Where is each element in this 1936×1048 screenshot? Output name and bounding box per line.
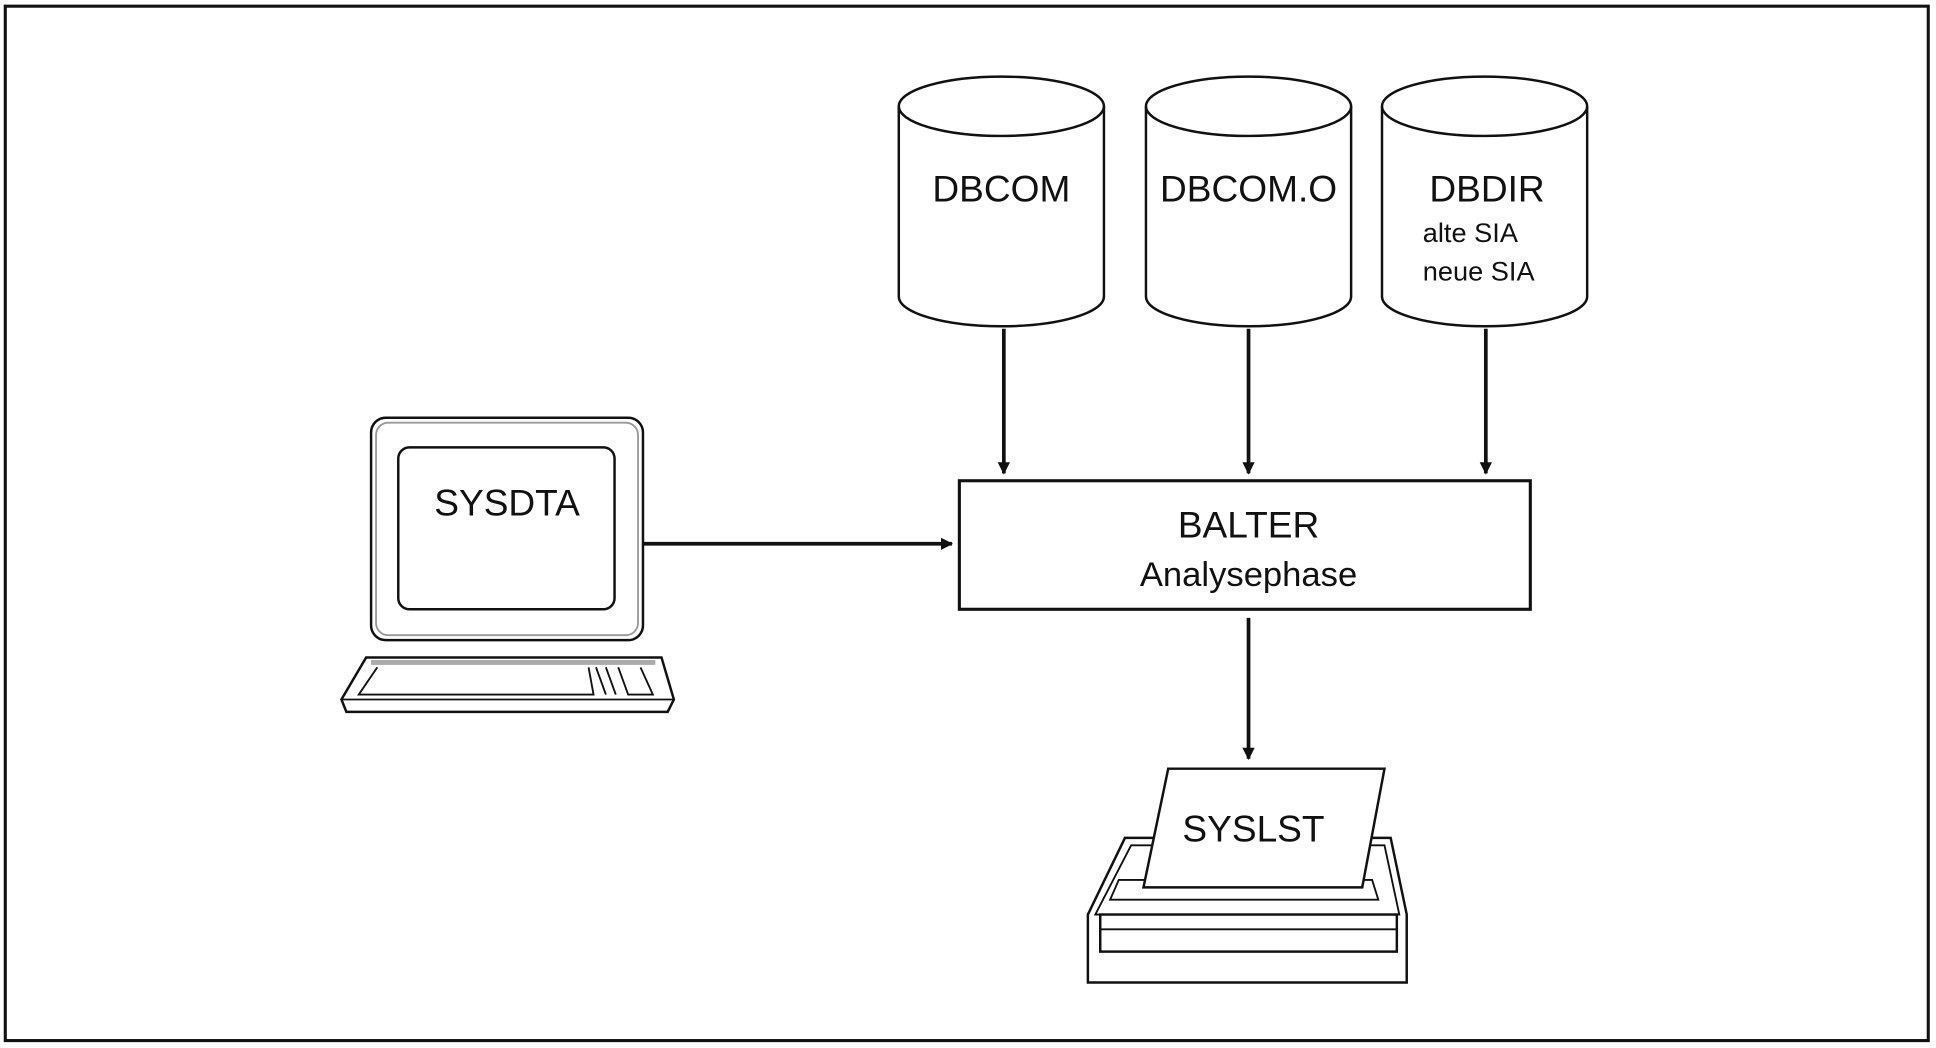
database-label: DBCOM.O — [1160, 167, 1337, 209]
printer-icon: SYSLST — [1086, 767, 1408, 984]
process-title: BALTER — [1178, 504, 1319, 546]
process-balter: BALTER Analysephase — [957, 479, 1532, 611]
database-label: DBDIR — [1429, 167, 1544, 209]
database-subline: alte SIA — [1423, 217, 1519, 248]
input-label: SYSDTA — [434, 481, 580, 523]
database-subline: neue SIA — [1423, 256, 1536, 287]
database-dbcom: DBCOM — [897, 75, 1106, 328]
database-label: DBCOM — [932, 167, 1070, 209]
terminal-icon: SYSDTA — [340, 416, 676, 714]
database-dbcom-o: DBCOM.O — [1144, 75, 1353, 328]
output-label: SYSLST — [1182, 808, 1324, 850]
process-subtitle: Analysephase — [1140, 556, 1357, 594]
database-dbdir: DBDIR alte SIA neue SIA — [1380, 75, 1589, 328]
